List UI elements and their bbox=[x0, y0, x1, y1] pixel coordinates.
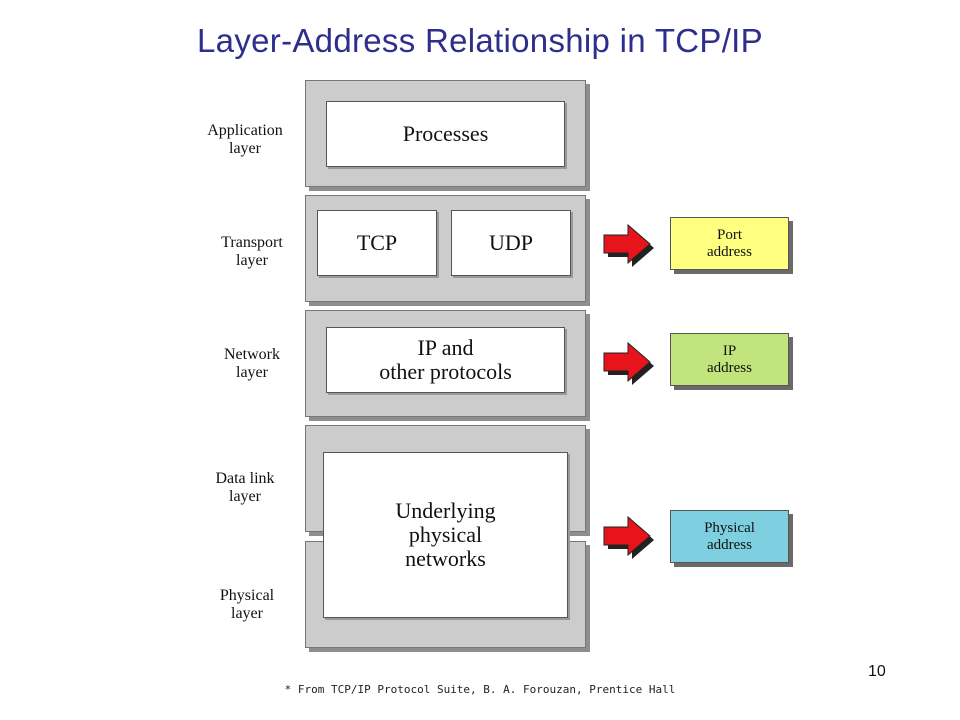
arrow-port-icon bbox=[603, 223, 654, 267]
page-number: 10 bbox=[868, 663, 886, 680]
layer-label-transport: Transport layer bbox=[221, 234, 283, 269]
slide-title: Layer-Address Relationship in TCP/IP bbox=[197, 22, 763, 59]
source-footnote: * From TCP/IP Protocol Suite, B. A. Foro… bbox=[284, 683, 676, 696]
box-udp: UDP bbox=[451, 210, 571, 276]
layer-label-application: Application layer bbox=[207, 122, 283, 157]
physical-address-box: Physical address bbox=[670, 510, 789, 563]
box-tcp: TCP bbox=[317, 210, 437, 276]
port-address-box: Port address bbox=[670, 217, 789, 270]
layer-label-datalink: Data link layer bbox=[215, 470, 275, 505]
box-underlying-networks: Underlying physical networks bbox=[323, 452, 568, 618]
box-ip-protocols: IP and other protocols bbox=[326, 327, 565, 393]
layer-label-physical: Physical layer bbox=[219, 587, 275, 622]
layer-label-network: Network layer bbox=[224, 346, 280, 381]
arrow-physical-icon bbox=[603, 515, 654, 559]
ip-address-box: IP address bbox=[670, 333, 789, 386]
box-processes: Processes bbox=[326, 101, 565, 167]
arrow-ip-icon bbox=[603, 341, 654, 385]
